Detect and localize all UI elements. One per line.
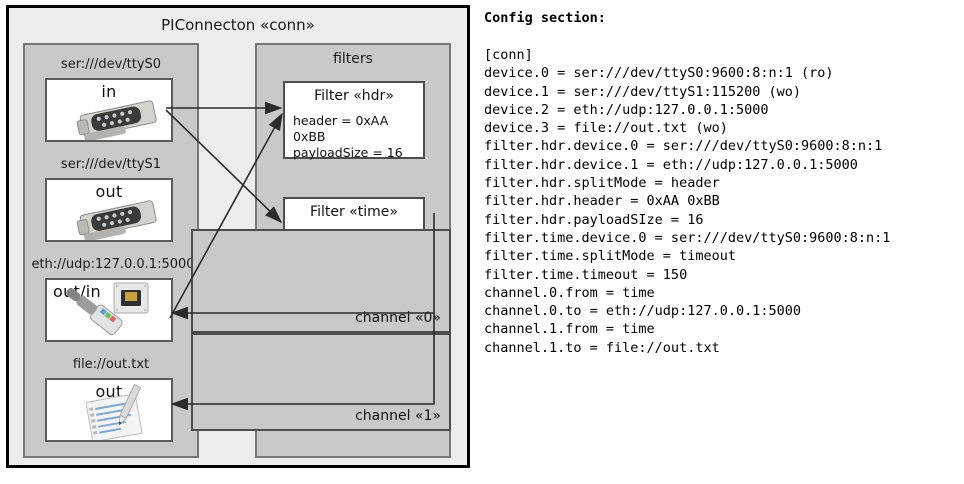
channel-1-label: channel «1» [355,408,441,424]
filter-time-title: Filter «time» [310,204,398,220]
config-line: filter.time.splitMode = timeout [484,248,736,265]
device-direction-ttys1: out [95,182,123,201]
serial-port-icon [76,100,157,140]
config-line: channel.0.from = time [484,284,655,301]
config-line: device.2 = eth://udp:127.0.0.1:5000 [484,101,769,118]
config-line: filter.hdr.payloadSIze = 16 [484,211,704,228]
serial-port-icon [76,200,157,240]
filters-panel-title: filters [333,51,373,67]
device-direction-ttys0: in [101,82,117,101]
diagram-title: PIConnecton «conn» [161,16,315,34]
channel-0-label: channel «0» [355,310,441,326]
filters-panel: filters Filter «hdr» header = 0xAA 0xBB … [191,43,451,458]
config-line: filter.time.device.0 = ser:///dev/ttyS0:… [484,229,891,246]
filter-hdr-prop-header: header = 0xAA 0xBB [293,113,389,144]
config-heading: Config section: [484,10,606,26]
channel-box-0[interactable]: channel «0» [191,229,451,333]
device-direction-eth: out/in [53,282,101,301]
device-box-file[interactable]: out [45,378,173,442]
filter-hdr-prop-payload: payloadSize = 16 [293,145,403,160]
config-line: [conn] [484,47,533,63]
config-line: channel.0.to = eth://udp:127.0.0.1:5000 [484,303,801,320]
config-section: Config section: [conn] device.0 = ser:///… [484,6,962,476]
device-direction-file: out [95,382,123,401]
config-line: channel.1.from = time [484,321,655,338]
config-line: filter.time.timeout = 150 [484,266,688,283]
device-label-ttys1: ser:///dev/ttyS1 [60,157,162,172]
ethernet-port-icon [66,282,149,336]
config-line: filter.hdr.header = 0xAA 0xBB [484,193,720,210]
filter-hdr-props: header = 0xAA 0xBB payloadSize = 16 [293,113,423,161]
config-line: device.0 = ser:///dev/ttyS0:9600:8:n:1 (… [484,65,834,82]
device-label-file: file://out.txt [72,357,150,372]
filter-hdr-title: Filter «hdr» [314,88,394,104]
device-box-ttys1[interactable]: out [45,178,173,242]
device-box-ttys0[interactable]: in [45,78,173,142]
config-text: [conn] device.0 = ser:///dev/ttyS0:9600:8… [484,46,890,357]
channel-box-1[interactable]: channel «1» [191,333,451,431]
config-line: filter.hdr.splitMode = header [484,175,720,192]
config-line: channel.1.to = file://out.txt [484,339,720,356]
config-line: device.1 = ser:///dev/ttyS1:115200 (wo) [484,83,801,100]
text-file-icon [85,384,143,440]
device-box-eth[interactable]: out/in [45,278,173,342]
config-line: device.3 = file://out.txt (wo) [484,120,728,137]
connection-diagram-frame: PIConnecton «conn» ser:///dev/ttyS0 in [6,5,470,468]
filter-box-hdr[interactable]: Filter «hdr» header = 0xAA 0xBB payloadS… [283,81,425,161]
config-line: filter.hdr.device.0 = ser:///dev/ttyS0:9… [484,138,883,155]
device-label-eth: eth://udp:127.0.0.1:5000 [31,257,195,272]
config-line: filter.hdr.device.1 = eth://udp:127.0.0.… [484,156,858,173]
device-label-ttys0: ser:///dev/ttyS0 [60,57,162,72]
devices-panel: ser:///dev/ttyS0 in [23,43,199,458]
